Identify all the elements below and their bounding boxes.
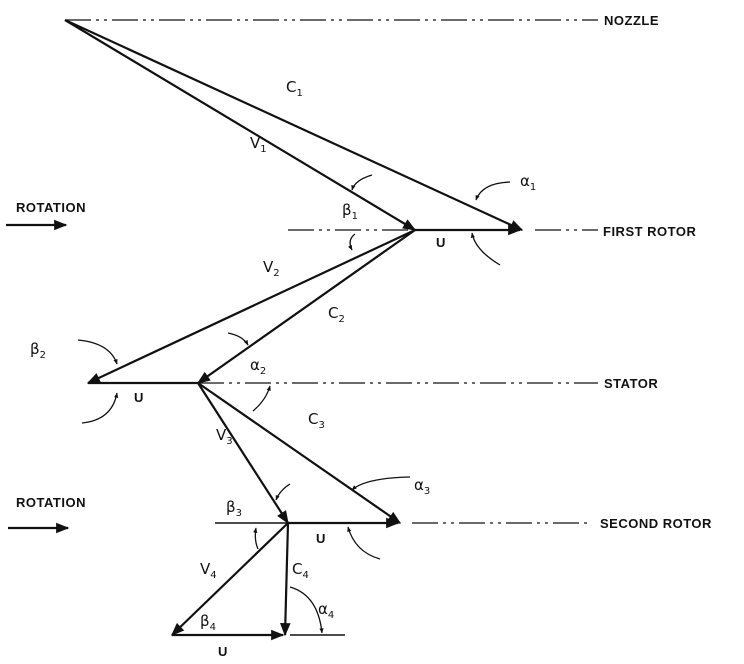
v4-vector bbox=[171, 522, 289, 636]
alpha2-label: α2 bbox=[250, 356, 266, 377]
beta2-label: β2 bbox=[30, 340, 46, 361]
u1-label: U bbox=[436, 235, 446, 250]
c4-vector bbox=[280, 522, 291, 637]
v3-label: V3 bbox=[216, 426, 233, 447]
c1-label: C1 bbox=[286, 78, 303, 99]
u3-label: U bbox=[316, 531, 326, 546]
alpha3-arc bbox=[351, 476, 411, 491]
alpha1-arc-lower bbox=[470, 232, 501, 266]
alpha2-arc bbox=[227, 332, 249, 346]
c1-vector bbox=[64, 19, 524, 231]
c4-label: C4 bbox=[292, 560, 309, 581]
beta3-label: β3 bbox=[226, 498, 242, 519]
alpha1-label: α1 bbox=[520, 172, 536, 193]
stator-label: STATOR bbox=[604, 376, 658, 391]
beta1-arc-lower bbox=[348, 233, 356, 251]
second-rotor-label: SECOND ROTOR bbox=[600, 516, 712, 531]
v3-vector bbox=[197, 382, 289, 525]
beta1-arc bbox=[351, 174, 373, 191]
nozzle-label: NOZZLE bbox=[604, 13, 659, 28]
u2-label: U bbox=[134, 390, 144, 405]
c2-vector bbox=[196, 229, 416, 384]
c3-label: C3 bbox=[308, 410, 325, 431]
alpha3-label: α3 bbox=[414, 476, 430, 497]
c2-label: C2 bbox=[328, 304, 345, 325]
alpha4-label: α4 bbox=[318, 600, 334, 621]
first-rotor-label: FIRST ROTOR bbox=[603, 224, 696, 239]
alpha1-arc bbox=[475, 181, 511, 201]
alpha3-arc-lower bbox=[347, 526, 381, 560]
v2-vector bbox=[86, 229, 416, 384]
v4-label: V4 bbox=[200, 560, 217, 581]
beta4-label: β4 bbox=[200, 612, 216, 633]
c3-vector bbox=[197, 382, 402, 524]
v1-vector bbox=[64, 19, 417, 231]
u4-label: U bbox=[218, 644, 228, 659]
rotation-label: ROTATION bbox=[16, 200, 86, 215]
alpha4-arc bbox=[289, 586, 324, 634]
beta3-arc-lower bbox=[253, 527, 259, 550]
v2-label: V2 bbox=[263, 258, 280, 279]
v1-label: V1 bbox=[250, 134, 267, 155]
rotation-label: ROTATION bbox=[16, 495, 86, 510]
alpha2-arc-lower bbox=[252, 385, 271, 412]
beta3-arc bbox=[275, 483, 291, 501]
beta1-label: β1 bbox=[342, 201, 358, 222]
beta2-arc-lower bbox=[81, 392, 119, 424]
beta2-arc bbox=[77, 339, 118, 365]
